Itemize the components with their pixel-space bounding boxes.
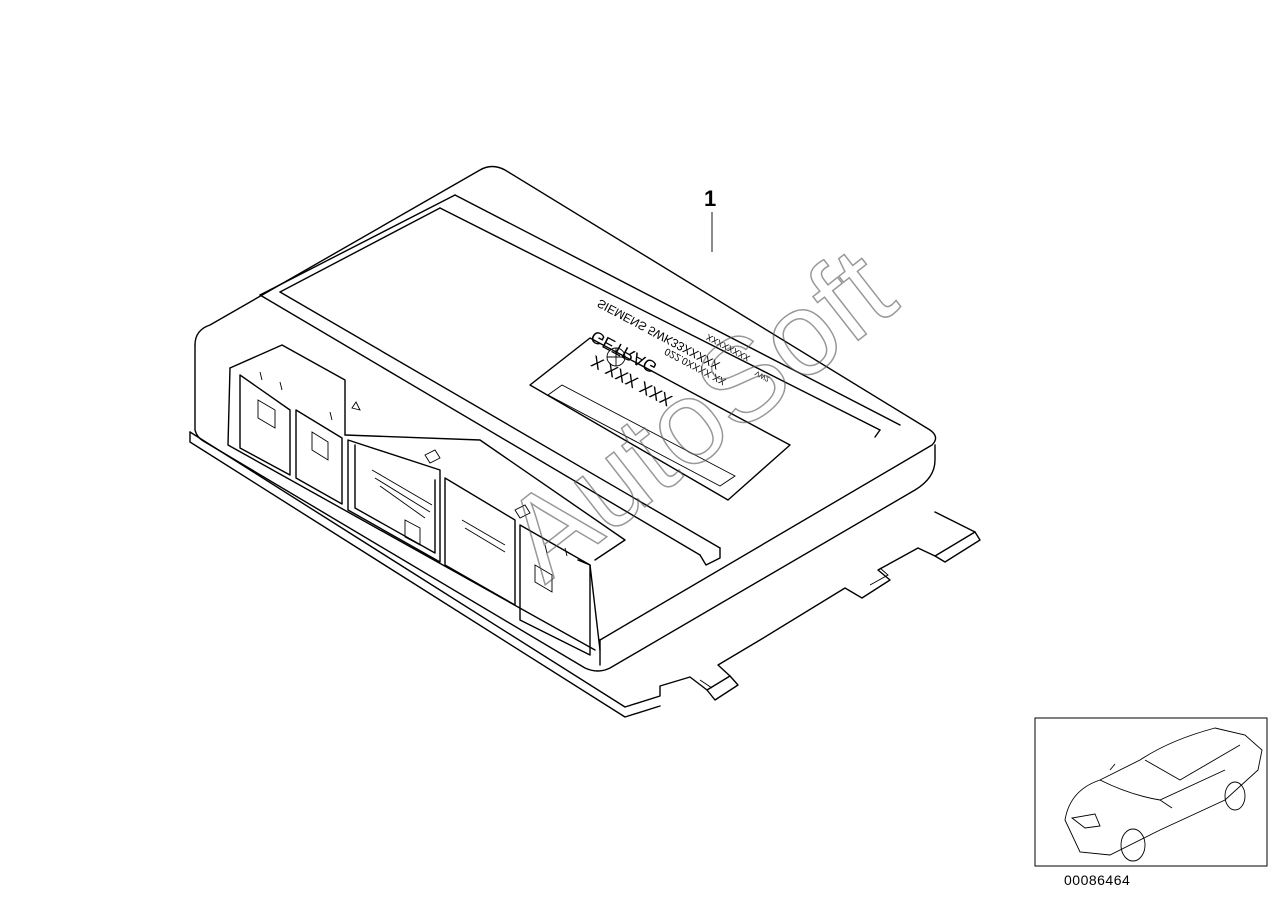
bmw-logo-icon	[606, 347, 626, 367]
callout-number: 1	[704, 186, 717, 211]
mounting-plate	[189, 431, 981, 718]
watermark-logo: AutoSoft	[479, 222, 918, 606]
connector-block	[227, 344, 626, 656]
vehicle-thumbnail	[1034, 717, 1268, 867]
housing-top	[194, 165, 937, 672]
document-number: 00086464	[1064, 872, 1131, 888]
watermark-text: AutoSoft	[480, 223, 918, 606]
